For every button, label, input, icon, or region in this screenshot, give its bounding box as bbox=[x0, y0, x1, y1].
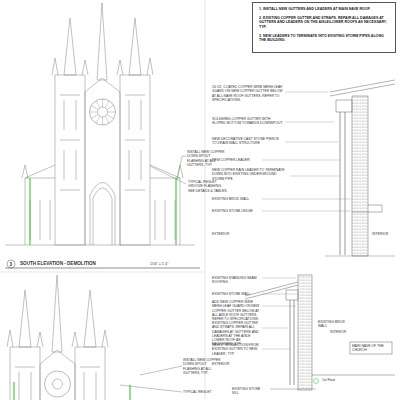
floor-level: 1st Floor bbox=[322, 378, 352, 382]
callout-note: EXISTING COPPER GUTTER AND STRAPS. REPAI… bbox=[212, 321, 260, 347]
drawing-title: SOUTH ELEVATION - DEMOLITION bbox=[20, 261, 130, 267]
side-label: INTERIOR bbox=[372, 232, 396, 236]
callout-note: EXISTING STONE LEDGE bbox=[212, 209, 260, 213]
scale-note: 1/16" = 1'-0" bbox=[150, 262, 190, 266]
side-label: INTERIOR bbox=[330, 330, 360, 334]
callout-note: EXISTING BRICK WALL bbox=[212, 197, 260, 201]
rose-spoke bbox=[91, 106, 98, 110]
callout-note: SOLDERED COPPER GUTTER WITH SLOPED BOTTO… bbox=[212, 117, 284, 126]
room-label: MAIN NAVE OF THE CHURCH bbox=[352, 344, 390, 353]
rose-spoke bbox=[107, 106, 114, 110]
general-note: 2. EXISTING COPPER GUTTER AND STRAPS. RE… bbox=[259, 16, 389, 30]
drawing-number: 3 bbox=[10, 262, 18, 268]
side-label: EXTERIOR bbox=[212, 232, 242, 236]
rose-spoke bbox=[105, 101, 109, 108]
callout-note: NEW 4" CONNECTION FROM EXISTING GUTTER T… bbox=[212, 343, 260, 356]
side-label: EXTERIOR bbox=[212, 362, 242, 366]
callout-note: NEW DECORATIVE CAST STONE PIERCE TO DRAI… bbox=[212, 137, 284, 146]
callout-note: NEW COPPER RAIN LEADER TO TERMINATE DOWN… bbox=[212, 168, 288, 181]
callout-note: EXISTING STONE WALL bbox=[212, 292, 260, 296]
rose-spoke bbox=[96, 116, 100, 123]
callout-note: EXISTING STANDING SEAM ROOFING bbox=[212, 276, 260, 285]
rose-spoke bbox=[107, 115, 114, 119]
rose-spoke bbox=[96, 101, 100, 108]
notes-box: 1. INSTALL NEW GUTTERS AND LEADERS AT MA… bbox=[252, 2, 396, 53]
callout-note: TYPICAL REGLET bbox=[183, 390, 223, 394]
rose-spoke bbox=[102, 99, 103, 107]
callout-note: NEW COPPER LEADER bbox=[212, 158, 260, 162]
rose-spoke bbox=[90, 112, 98, 113]
callout-note: EXISTING STONE SILL bbox=[232, 387, 268, 396]
callout-note: EXISTING BRICK WALL bbox=[318, 320, 348, 329]
rose-spoke bbox=[102, 117, 103, 125]
callout-note: ADD NEW COPPER WIRE MESH LEAF GUARD ON N… bbox=[212, 300, 260, 321]
rose-spoke bbox=[105, 116, 109, 123]
callout-note: 16 OZ. COATED COPPER WIRE MESH LEAF GUAR… bbox=[212, 85, 284, 102]
rose-spoke bbox=[108, 112, 116, 113]
rose-spoke bbox=[91, 115, 98, 119]
callout-note: INSTALL NEW COPPER DOWN-SPOUT FLASHING A… bbox=[183, 358, 223, 375]
general-note: 3. NEW LEADERS TO TERMINATE INTO EXISTIN… bbox=[259, 34, 389, 43]
callout-note: TYPICAL REGLET GROOVE FLASHING. SEE DETA… bbox=[188, 180, 228, 193]
general-note: 1. INSTALL NEW GUTTERS AND LEADERS AT MA… bbox=[259, 7, 389, 12]
